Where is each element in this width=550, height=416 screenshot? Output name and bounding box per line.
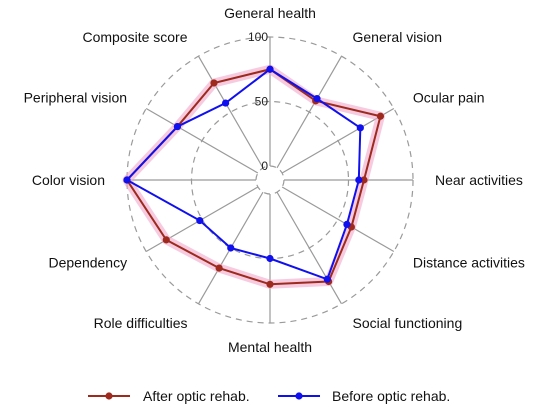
legend-item: Before optic rehab.: [278, 388, 450, 404]
radial-tick-labels: 0 50 100: [248, 30, 268, 173]
tick-label: 50: [255, 95, 269, 109]
data-point: [196, 216, 204, 225]
data-point: [355, 176, 363, 184]
tick-label: 100: [248, 30, 268, 44]
category-label: Peripheral vision: [24, 90, 128, 106]
data-point: [323, 275, 331, 283]
category-label: Mental health: [228, 339, 312, 355]
grid-circle: [126, 36, 414, 324]
legend-marker: [105, 392, 113, 400]
category-label: General vision: [353, 29, 443, 45]
data-point: [376, 112, 385, 120]
series-layer: [122, 64, 385, 289]
data-point: [221, 99, 230, 107]
data-point: [210, 79, 218, 87]
category-label: Composite score: [82, 29, 187, 45]
data-point: [343, 220, 351, 229]
data-point: [162, 236, 170, 244]
legend-label: Before optic rehab.: [332, 388, 450, 404]
category-label: Dependency: [48, 255, 127, 271]
data-point: [266, 65, 274, 73]
series-before: [123, 65, 364, 283]
legend: After optic rehab. Before optic rehab.: [88, 388, 450, 404]
data-point: [313, 95, 321, 103]
data-point: [227, 244, 235, 252]
data-point: [360, 176, 368, 184]
radar-grid: [126, 36, 414, 324]
spoke-line: [197, 55, 264, 169]
tick-label: 0: [261, 159, 268, 173]
data-point: [266, 280, 274, 288]
legend-marker: [295, 392, 303, 400]
category-label: General health: [224, 5, 316, 21]
legend-item: After optic rehab.: [88, 388, 250, 404]
category-label: Ocular pain: [413, 90, 485, 106]
data-point: [215, 264, 223, 272]
category-label: Color vision: [32, 172, 105, 188]
category-label: Near activities: [435, 172, 523, 188]
data-point: [123, 176, 131, 184]
category-label: Distance activities: [413, 255, 525, 271]
spoke-line: [281, 186, 395, 253]
data-point: [356, 124, 364, 132]
legend-label: After optic rehab.: [143, 388, 250, 404]
data-point: [173, 122, 182, 131]
category-label: Social functioning: [353, 315, 463, 331]
grid-circle: [255, 165, 285, 195]
data-point: [266, 254, 274, 263]
category-label: Role difficulties: [94, 315, 188, 331]
